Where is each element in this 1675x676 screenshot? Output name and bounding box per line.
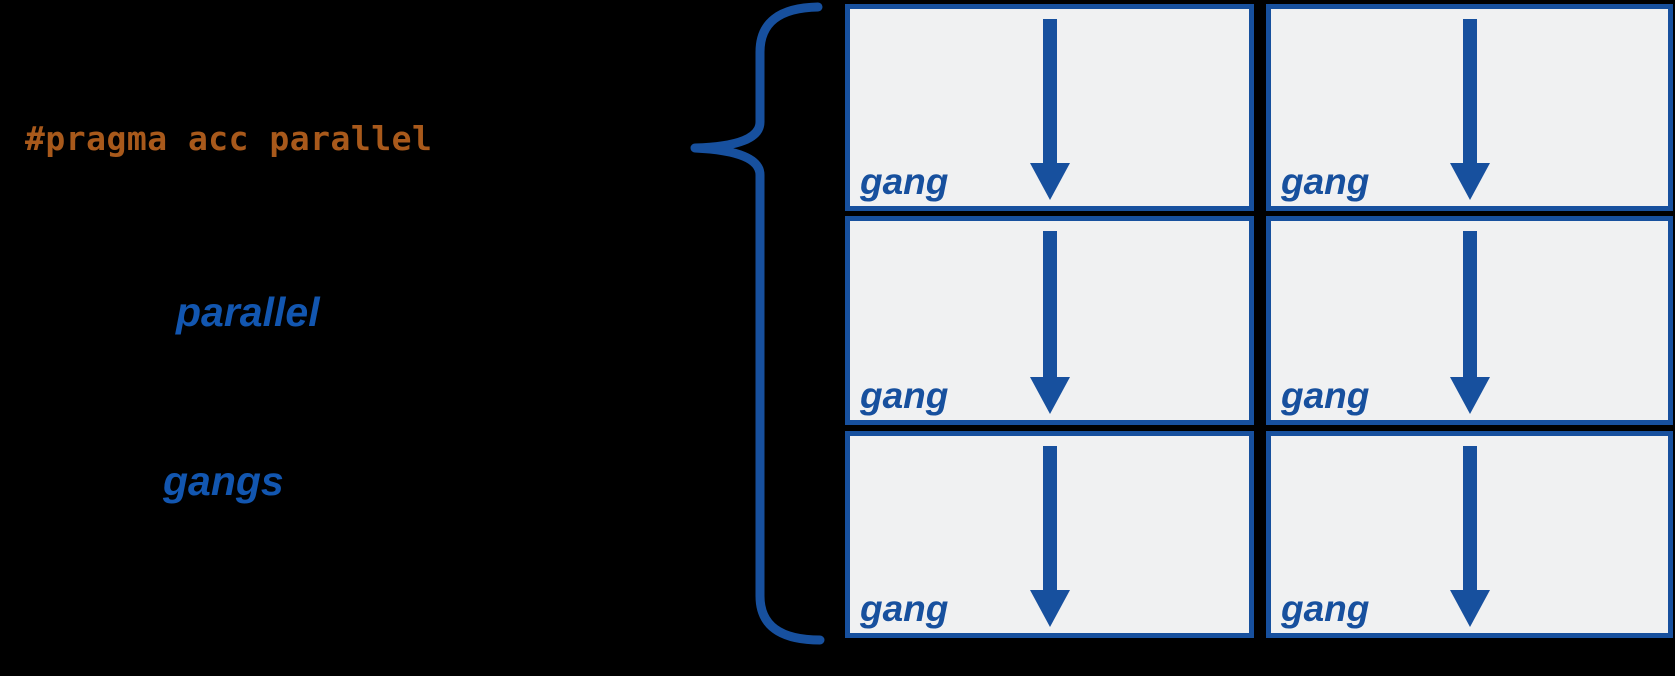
gang-box: gang xyxy=(1266,431,1673,638)
gang-label: gang xyxy=(1281,161,1370,202)
parallel-heading: parallel xyxy=(176,289,320,335)
gang-label: gang xyxy=(1281,375,1370,416)
down-arrow-icon xyxy=(1462,446,1477,591)
gang-box: gang xyxy=(845,4,1254,211)
gang-label: gang xyxy=(1281,588,1370,629)
down-arrow-icon xyxy=(1042,231,1057,378)
down-arrow-head-icon xyxy=(1449,163,1490,200)
down-arrow-icon xyxy=(1042,446,1057,591)
down-arrow-icon xyxy=(1462,231,1477,378)
left-curly-brace-icon xyxy=(685,0,835,662)
pragma-acc-parallel-code-text: #pragma acc parallel xyxy=(25,119,433,158)
gang-box: gang xyxy=(845,216,1254,425)
down-arrow-icon xyxy=(1042,19,1057,164)
down-arrow-head-icon xyxy=(1029,377,1070,414)
gang-label: gang xyxy=(860,375,949,416)
gangs-heading: gangs xyxy=(163,458,284,504)
gang-label: gang xyxy=(860,161,949,202)
down-arrow-head-icon xyxy=(1449,590,1490,627)
down-arrow-head-icon xyxy=(1449,377,1490,414)
gang-box: gang xyxy=(1266,216,1673,425)
down-arrow-head-icon xyxy=(1029,590,1070,627)
gang-box: gang xyxy=(845,431,1254,638)
down-arrow-icon xyxy=(1462,19,1477,164)
gang-box: gang xyxy=(1266,4,1673,211)
gang-label: gang xyxy=(860,588,949,629)
down-arrow-head-icon xyxy=(1029,163,1070,200)
